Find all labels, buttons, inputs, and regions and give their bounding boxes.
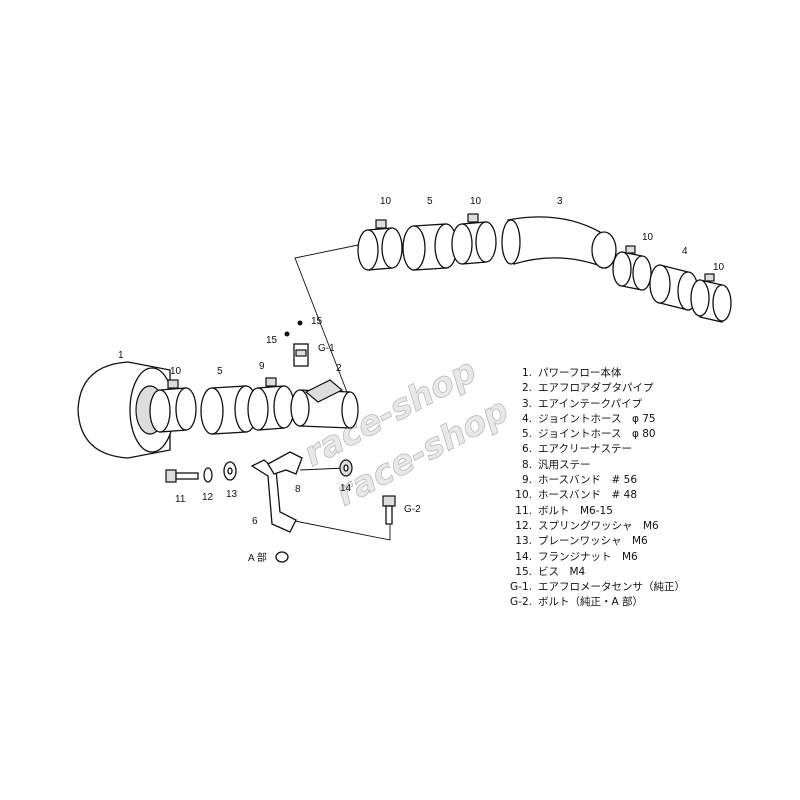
svg-text:14: 14 bbox=[340, 483, 352, 494]
part-number: 10. bbox=[515, 489, 532, 502]
svg-text:G-2: G-2 bbox=[404, 504, 421, 515]
parts-list-item: 9. ホースバンド # 56 bbox=[508, 473, 685, 488]
part-number: 5. bbox=[521, 428, 532, 441]
part-number: G-2. bbox=[510, 596, 532, 609]
universal-stay-8 bbox=[267, 451, 303, 475]
a-part-marker bbox=[275, 551, 289, 563]
svg-text:10: 10 bbox=[170, 366, 182, 377]
parts-list-item: 13. プレーンワッシャ M6 bbox=[508, 534, 685, 549]
part-number: G-1. bbox=[510, 581, 532, 594]
spring-washer-12 bbox=[203, 467, 213, 483]
svg-text:8: 8 bbox=[295, 484, 301, 495]
part-name: フランジナット M6 bbox=[538, 550, 638, 563]
part-number: 9. bbox=[521, 474, 532, 487]
part-name: ジョイントホース φ 75 bbox=[538, 412, 656, 425]
part-name: プレーンワッシャ M6 bbox=[538, 535, 648, 548]
part-name: ジョイントホース φ 80 bbox=[538, 428, 656, 441]
part-number: 14. bbox=[515, 550, 532, 563]
part-number: 1. bbox=[521, 367, 532, 379]
svg-text:9: 9 bbox=[259, 361, 265, 372]
svg-text:10: 10 bbox=[642, 232, 654, 243]
svg-text:10: 10 bbox=[380, 196, 392, 207]
hose-band-10 bbox=[149, 379, 197, 433]
parts-list-item: 15. ビス M4 bbox=[508, 565, 685, 580]
svg-text:3: 3 bbox=[557, 196, 563, 207]
parts-list-item: 3. エアインテークパイプ bbox=[508, 397, 685, 412]
leader-line bbox=[289, 519, 391, 541]
part-number: 8. bbox=[521, 458, 532, 471]
svg-text:15: 15 bbox=[266, 335, 278, 346]
part-number: 4. bbox=[521, 412, 532, 425]
part-number: 6. bbox=[521, 443, 532, 456]
part-name: 汎用ステー bbox=[538, 458, 591, 471]
leader-line bbox=[299, 467, 346, 471]
watermark: race-shop race-shop bbox=[297, 350, 516, 514]
hose-band-9 bbox=[247, 377, 295, 431]
parts-list: 1. パワーフロー本体 2. エアフロアダプタパイプ 3. エアインテークパイプ 4. ジョイ… bbox=[508, 366, 685, 611]
callout-labels: 10 5 10 3 10 4 10 1 10 5 9 2 15 15 G-1 1… bbox=[118, 196, 725, 564]
part-number: 3. bbox=[521, 397, 532, 410]
svg-text:6: 6 bbox=[252, 516, 258, 527]
part-name: ボルト（純正・A 部） bbox=[538, 596, 644, 609]
plain-washer-13 bbox=[223, 461, 237, 481]
part-name: スプリングワッシャ M6 bbox=[538, 519, 659, 532]
svg-text:15: 15 bbox=[311, 316, 323, 327]
part-name: ビス M4 bbox=[538, 565, 586, 578]
joint-hose-5-top bbox=[402, 223, 458, 271]
svg-text:13: 13 bbox=[226, 489, 238, 500]
parts-list-item: 14. フランジナット M6 bbox=[508, 550, 685, 565]
svg-text:10: 10 bbox=[470, 196, 482, 207]
parts-list-item: 6. エアクリーナステー bbox=[508, 442, 685, 457]
hose-band-10-top-d bbox=[690, 273, 732, 323]
hose-band-10-top-a bbox=[357, 219, 403, 271]
bolt-11 bbox=[165, 469, 199, 483]
parts-list-item: 4. ジョイントホース φ 75 bbox=[508, 412, 685, 427]
parts-list-item: 1. パワーフロー本体 bbox=[508, 366, 685, 381]
flange-nut-14 bbox=[339, 459, 353, 477]
part-name: ホースバンド # 48 bbox=[538, 489, 637, 502]
svg-text:5: 5 bbox=[427, 196, 433, 207]
parts-list-item: G-1. エアフロメータセンサ（純正） bbox=[508, 580, 685, 595]
part-number: 11. bbox=[515, 504, 532, 517]
adapter-pipe-2 bbox=[290, 379, 359, 429]
part-name: エアフロメータセンサ（純正） bbox=[538, 581, 685, 594]
parts-list-item: G-2. ボルト（純正・A 部） bbox=[508, 595, 685, 610]
joint-hose-4 bbox=[649, 264, 699, 311]
leader-line bbox=[294, 243, 364, 406]
hose-band-10-top-c bbox=[612, 245, 652, 291]
part-name: パワーフロー本体 bbox=[538, 367, 622, 379]
parts-list-item: 11. ボルト M6-15 bbox=[508, 504, 685, 519]
part-name: エアクリーナステー bbox=[538, 443, 632, 456]
part-name: ボルト M6-15 bbox=[538, 504, 613, 517]
part-name: ホースバンド # 56 bbox=[538, 474, 637, 487]
parts-list-item: 8. 汎用ステー bbox=[508, 458, 685, 473]
screw-15 bbox=[284, 320, 303, 337]
airflow-sensor-g1 bbox=[293, 343, 309, 367]
parts-list-item: 10. ホースバンド # 48 bbox=[508, 488, 685, 503]
svg-text:11: 11 bbox=[175, 494, 186, 505]
part-name: エアインテークパイプ bbox=[538, 397, 642, 410]
hose-band-10-top-b bbox=[451, 213, 497, 265]
svg-text:12: 12 bbox=[202, 492, 214, 503]
svg-text:A 部: A 部 bbox=[248, 551, 267, 564]
parts-list-item: 5. ジョイントホース φ 80 bbox=[508, 427, 685, 442]
intake-pipe-3 bbox=[501, 216, 617, 270]
part-number: 12. bbox=[515, 519, 532, 532]
part-number: 13. bbox=[515, 535, 532, 548]
svg-text:10: 10 bbox=[713, 262, 725, 273]
part-name: エアフロアダプタパイプ bbox=[538, 382, 654, 395]
svg-text:G-1: G-1 bbox=[318, 343, 335, 354]
svg-text:2: 2 bbox=[336, 363, 342, 374]
part-number: 15. bbox=[515, 565, 532, 578]
parts-list-item: 2. エアフロアダプタパイプ bbox=[508, 381, 685, 396]
part-number: 2. bbox=[521, 382, 532, 395]
svg-text:4: 4 bbox=[682, 246, 688, 257]
bolt-g2 bbox=[382, 495, 396, 525]
parts-list-item: 12. スプリングワッシャ M6 bbox=[508, 519, 685, 534]
svg-text:1: 1 bbox=[118, 350, 124, 361]
svg-text:5: 5 bbox=[217, 366, 223, 377]
